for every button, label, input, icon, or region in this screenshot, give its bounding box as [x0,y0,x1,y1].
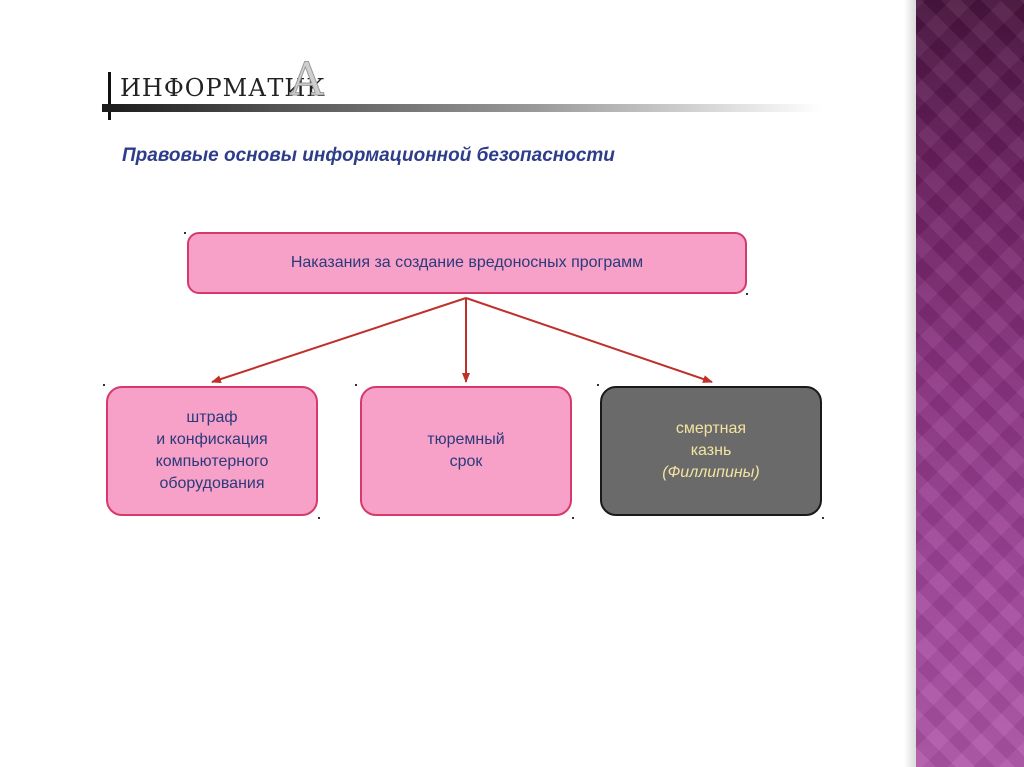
side-panel-texture [916,0,1024,767]
box-3-line-1: смертная [675,420,747,437]
box-death-penalty: смертная казнь (Филлипины) [600,386,822,516]
selection-handle [318,517,320,519]
logo-big-letter: A [289,52,324,106]
root-box-label: Наказания за создание вредоносных програ… [290,254,644,271]
box-1-line-1: штраф [186,409,238,426]
box-3-line-2: казнь [690,442,732,459]
box-prison-term: тюремный срок [360,386,572,516]
selection-handle [822,517,824,519]
page-title: Правовые основы информационной безопасно… [122,145,615,166]
box-1-line-2: и конфискация [156,431,268,448]
box-2-line-1: тюремный [427,431,505,448]
logo-vertical-bar [108,72,111,120]
selection-handle [184,232,186,234]
box-fine-confiscation: штраф и конфискация компьютерного оборуд… [106,386,318,516]
selection-handle [597,384,599,386]
logo-text: ИНФОРМАТИК [120,74,326,102]
arrow-to-fine [211,297,467,383]
box-2-line-2: срок [449,453,483,470]
selection-handle [355,384,357,386]
logo-horizontal-bar [102,104,822,112]
selection-handle [746,293,748,295]
diagram-root-box: Наказания за создание вредоносных програ… [187,232,747,294]
decorative-side-panel [916,0,1024,767]
panel-shadow [904,0,916,767]
selection-handle [572,517,574,519]
box-1-line-4: оборудования [159,475,265,492]
arrow-to-death-penalty [465,297,713,383]
box-1-line-3: компьютерного [155,453,269,470]
box-3-note: (Филлипины) [662,464,760,481]
selection-handle [103,384,105,386]
